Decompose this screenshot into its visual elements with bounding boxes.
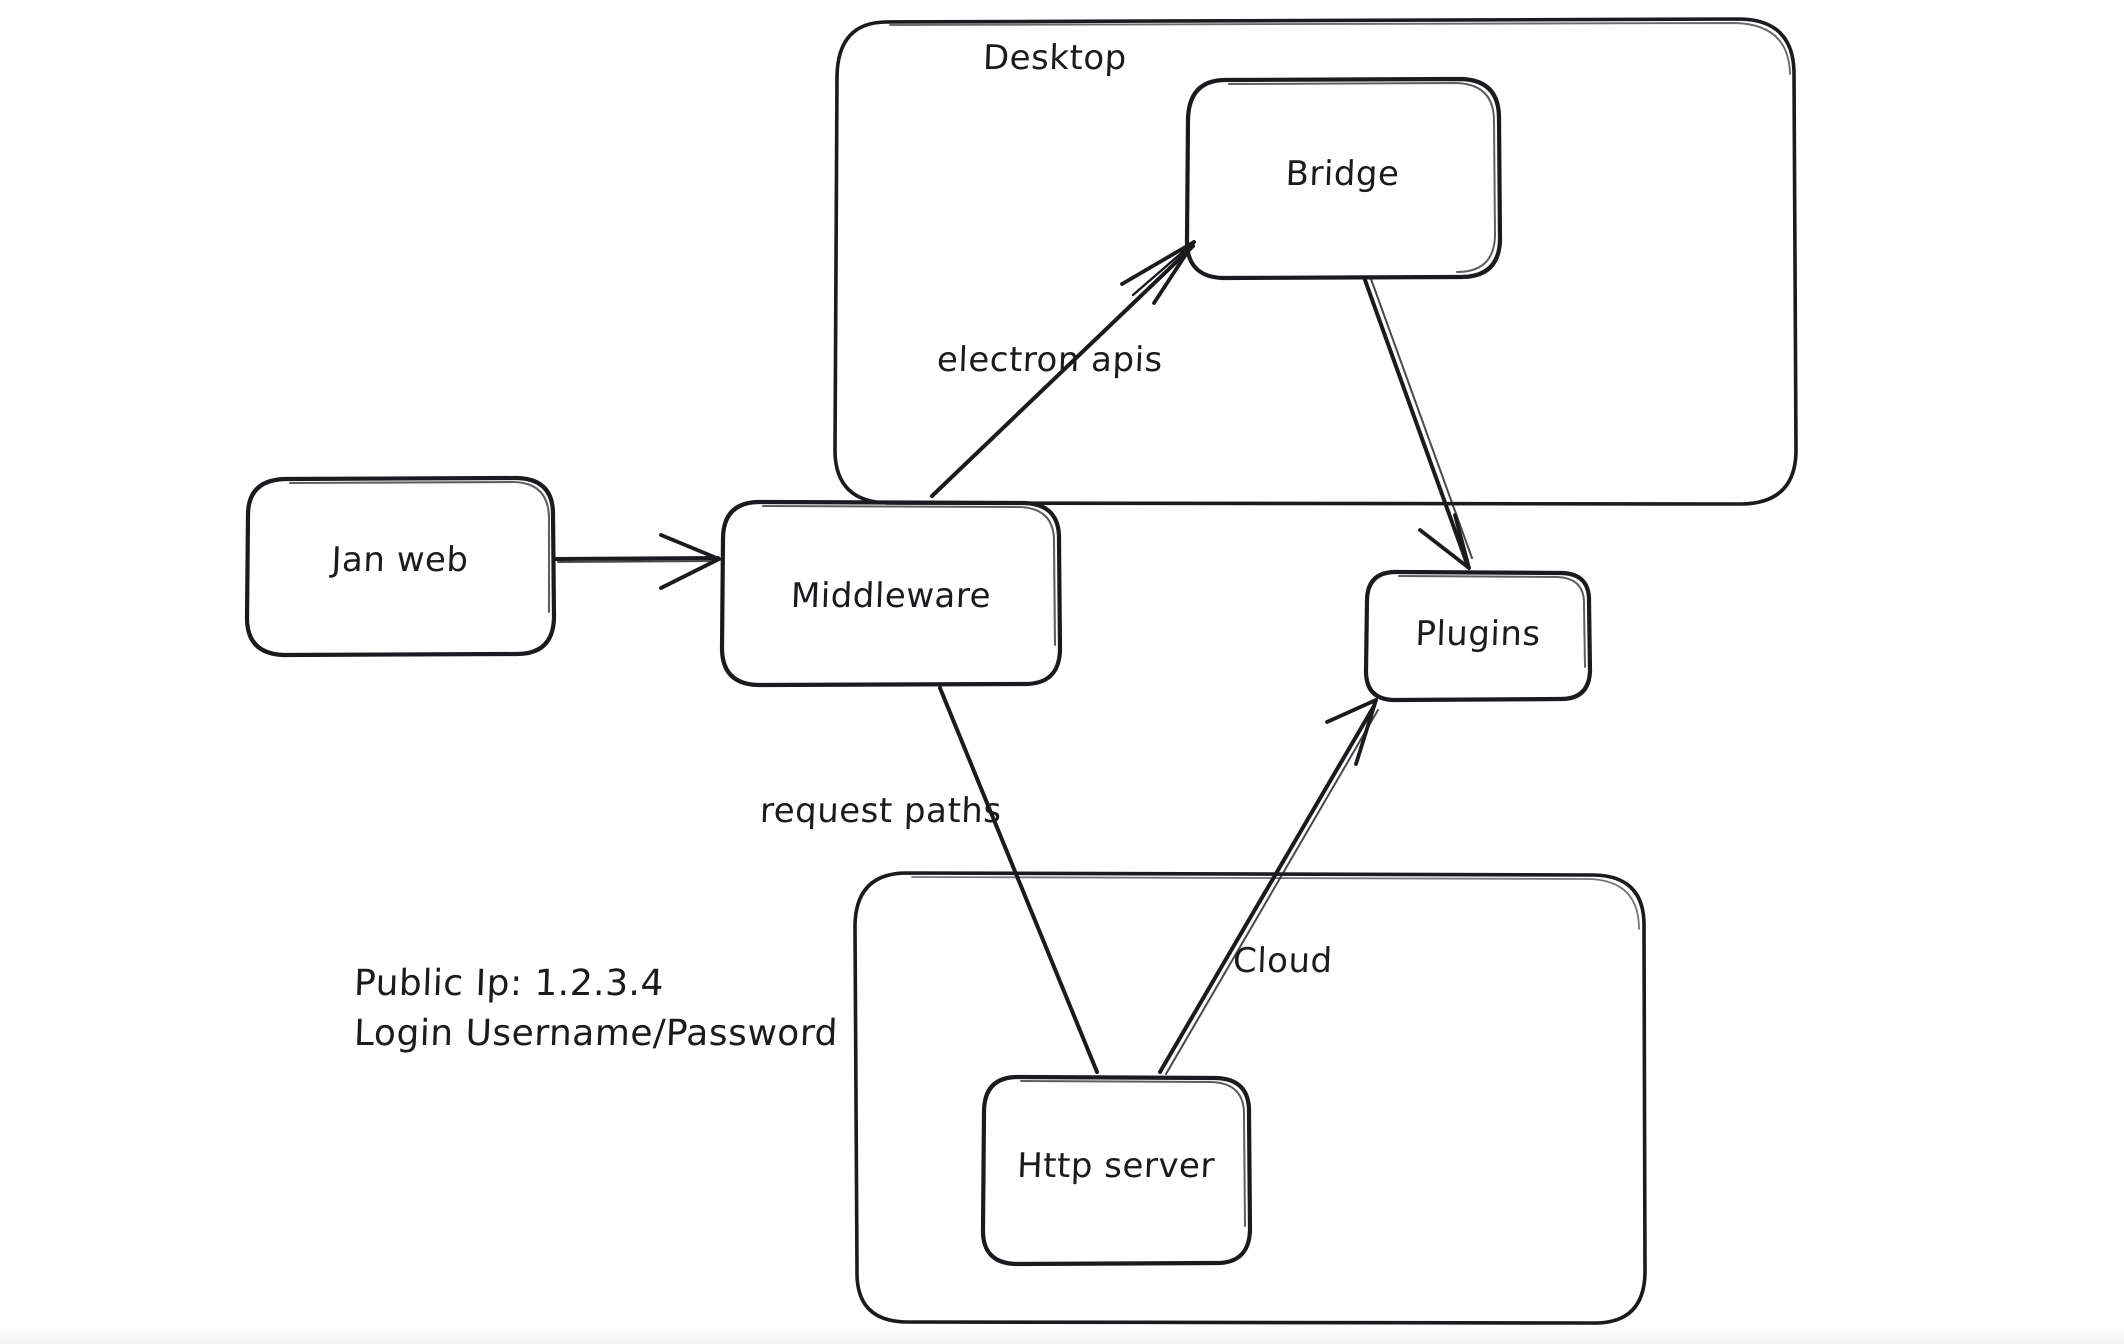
container-cloud-outline: [853, 871, 1647, 1325]
note-login-credentials: Login Username/Password: [353, 1013, 839, 1054]
node-jan-web-outline: [244, 475, 557, 658]
node-label-middleware[interactable]: Middleware: [790, 576, 992, 616]
edge-label-request-paths: request paths: [759, 791, 1003, 831]
node-middleware-outline: [719, 499, 1063, 688]
edge-jan-to-middleware: [554, 533, 721, 590]
container-desktop-outline: [833, 17, 1798, 506]
edge-middleware-to-bridge: [930, 240, 1196, 498]
note-public-ip: Public Ip: 1.2.3.4: [353, 963, 665, 1004]
edge-bridge-to-plugins: [1363, 278, 1473, 570]
edge-http-to-plugins: [1158, 698, 1379, 1075]
edge-http-to-middleware: [938, 686, 1099, 1074]
node-plugins-outline: [1363, 569, 1593, 703]
edge-label-electron-apis: electron apis: [936, 340, 1164, 380]
edge-label-cloud: Cloud: [1232, 941, 1334, 981]
node-http-server-outline: [980, 1074, 1253, 1267]
node-label-plugins[interactable]: Plugins: [1414, 614, 1542, 654]
node-label-jan-web[interactable]: Jan web: [330, 540, 470, 580]
node-label-bridge[interactable]: Bridge: [1284, 154, 1401, 194]
node-label-http-server[interactable]: Http server: [1016, 1146, 1216, 1186]
container-label-desktop: Desktop: [982, 38, 1128, 78]
node-bridge-outline: [1184, 76, 1503, 281]
